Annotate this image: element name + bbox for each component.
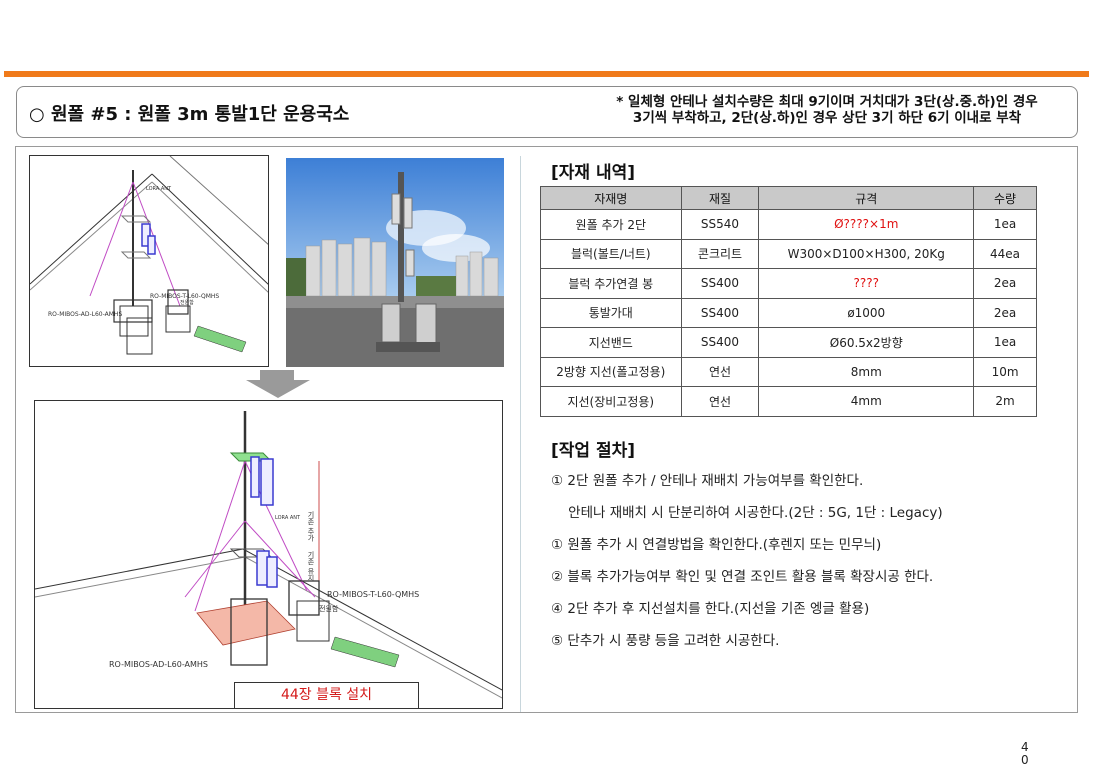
down-arrow-icon [246,370,310,398]
table-row: 원폴 추가 2단 SS540 Ø????×1m 1ea [540,209,1037,240]
label-power-box: 전원함 [180,299,194,306]
table-row: 블럭(볼트/너트) 콘크리트 W300×D100×H300, 20Kg 44ea [540,238,1037,269]
label-stage-upper: 기존 추가 [307,510,315,542]
materials-table: 자재명 재질 규격 수량 원폴 추가 2단 SS540 Ø????×1m 1ea… [540,186,1037,417]
title-note-line1: * 일체형 안테나 설치수량은 최대 9기이며 거치대가 3단(상.중.하)인 … [616,94,1038,110]
label-mibos-ad: RO-MIBOS-AD-L60-AMHS [48,311,122,318]
drawing-added-stage: 기존 추가 기존 유지 LORA ANT RO-MIBOS-T-L60-QMHS… [34,400,503,709]
top-accent-rule [4,71,1089,77]
procedure-heading: [작업 절차] [551,441,636,461]
title-box: ○ 원폴 #5 : 원폴 3m 통발1단 운용국소 * 일체형 안테나 설치수량… [16,86,1078,138]
table-row: 2방향 지선(폴고정용) 연선 8mm 10m [540,356,1037,387]
title-note: * 일체형 안테나 설치수량은 최대 9기이며 거치대가 3단(상.중.하)인 … [585,94,1069,126]
label-stage-lower: 기존 유지 [307,550,315,582]
procedure-step: 안테나 재배치 시 단분리하여 시공한다.(2단 : 5G, 1단 : Lega… [551,505,943,521]
procedure-step: ① 원폴 추가 시 연결방법을 확인한다.(후렌지 또는 민무늬) [551,537,882,553]
table-row: 통발가대 SS400 ø1000 2ea [540,297,1037,328]
col-spec: 규격 [758,186,975,210]
procedure-step: ⑤ 단추가 시 풍량 등을 고려한 시공한다. [551,633,780,649]
table-header-row: 자재명 재질 규격 수량 [540,186,1037,210]
procedure-step: ② 블록 추가가능여부 확인 및 연결 조인트 활용 블록 확장시공 한다. [551,569,934,585]
site-photo [286,158,504,367]
label-lora: LORA ANT [146,186,172,192]
block-install-callout: 44장 블록 설치 [234,682,419,709]
col-qty: 수량 [973,186,1037,210]
materials-heading: [자재 내역] [551,163,636,183]
label-power-box-2: 전원함 [319,604,339,613]
table-row: 블럭 추가연결 봉 SS400 ???? 2ea [540,268,1037,299]
col-name: 자재명 [540,186,682,210]
page-title: ○ 원폴 #5 : 원폴 3m 통발1단 운용국소 [29,104,350,125]
label-mibos-t: RO-MIBOS-T-L60-QMHS [150,293,219,300]
label-mibos-ad-2: RO-MIBOS-AD-L60-AMHS [109,660,208,669]
procedure-steps: ① 2단 원폴 추가 / 안테나 재배치 가능여부를 확인한다. 안테나 재배치… [551,471,1071,663]
label-lora-2: LORA ANT [275,515,301,521]
label-mibos-t-2: RO-MIBOS-T-L60-QMHS [327,590,419,599]
page-number: 40 [1021,740,1029,767]
column-divider [520,156,521,712]
procedure-step: ④ 2단 추가 후 지선설치를 한다.(지선을 기존 엥글 활용) [551,601,870,617]
col-material: 재질 [680,186,760,210]
table-row: 지선(장비고정용) 연선 4mm 2m [540,386,1037,417]
table-row: 지선밴드 SS400 Ø60.5x2방향 1ea [540,327,1037,358]
drawing-existing-site: LORA ANT RO-MIBOS-T-L60-QMHS RO-MIBOS-AD… [29,155,269,367]
procedure-step: ① 2단 원폴 추가 / 안테나 재배치 가능여부를 확인한다. [551,473,864,489]
title-note-line2: 3기씩 부착하고, 2단(상.하)인 경우 상단 3기 하단 6기 이내로 부착 [632,110,1022,126]
